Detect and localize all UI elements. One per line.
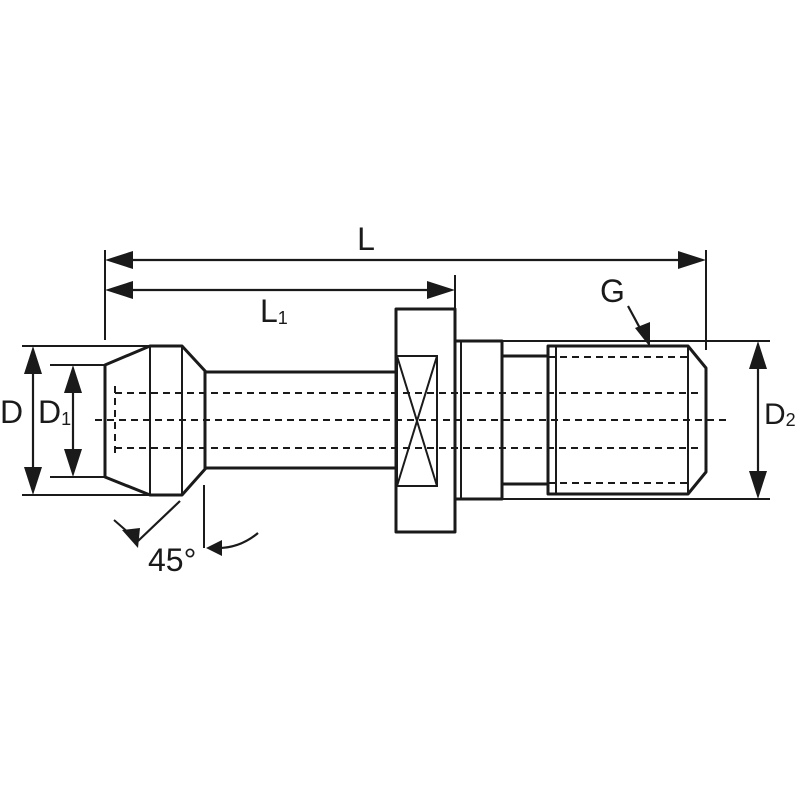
angle-arc	[217, 532, 259, 550]
angle-leader-line	[137, 500, 181, 542]
arrowhead	[635, 322, 650, 347]
arrowhead	[749, 471, 767, 499]
label-angle: 45°	[148, 542, 196, 578]
arrowhead	[105, 281, 133, 299]
arrowhead	[105, 251, 133, 269]
wrench-flat-cross	[396, 355, 438, 487]
arrowhead	[749, 341, 767, 369]
label-L: L	[357, 221, 375, 257]
arrowhead	[24, 346, 42, 374]
label-G: G	[600, 273, 625, 309]
arrowhead	[678, 251, 706, 269]
arrowhead	[64, 365, 82, 393]
arrowhead	[122, 528, 140, 548]
arrowhead	[64, 449, 82, 477]
label-D1: D1	[38, 394, 71, 430]
arrowhead	[24, 467, 42, 495]
label-D2: D2	[764, 398, 796, 431]
arrowhead	[427, 281, 455, 299]
label-D: D	[0, 394, 23, 430]
label-L1: L1	[260, 293, 288, 329]
arrowhead	[206, 540, 222, 556]
